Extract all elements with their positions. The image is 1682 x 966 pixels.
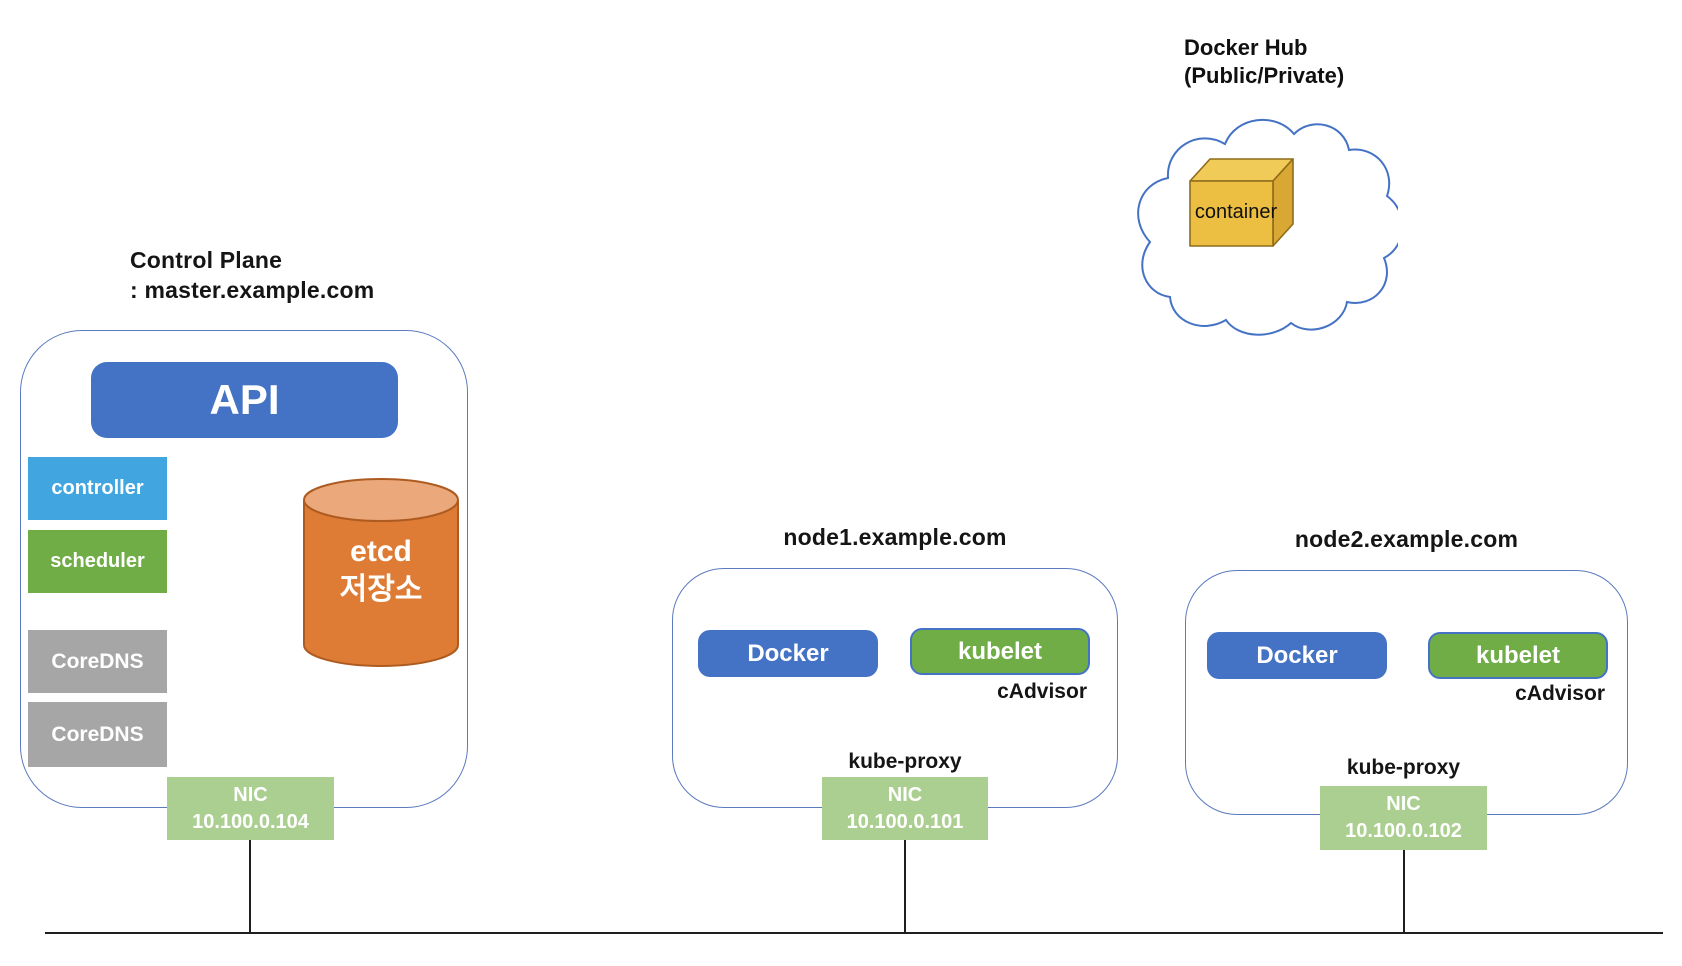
container-cube-icon (1189, 158, 1294, 247)
docker-hub-subtitle: (Public/Private) (1184, 63, 1345, 88)
cloud-icon (1137, 118, 1398, 336)
etcd-label-line1: etcd (350, 535, 412, 568)
node1-nic-label: NIC (887, 784, 923, 806)
control-plane-title: Control Plane (130, 247, 283, 273)
node1-nic-box: NIC 10.100.0.101 (822, 777, 988, 840)
node1-hostname: node1.example.com (783, 524, 1007, 550)
coredns-box-2: CoreDNS (28, 702, 167, 767)
container-cube-label: container (1194, 201, 1278, 223)
node2-nic-ip: 10.100.0.102 (1345, 820, 1462, 842)
controller-box: controller (28, 457, 167, 520)
node1-nic-connector-line (904, 840, 906, 932)
node1-docker-box: Docker (698, 630, 878, 677)
node1-kube-proxy-label: kube-proxy (848, 750, 962, 773)
master-nic-label: NIC (233, 784, 268, 806)
etcd-label: etcd 저장소 (301, 533, 461, 609)
node2-docker-box: Docker (1207, 632, 1387, 679)
network-line (45, 932, 1663, 934)
scheduler-box: scheduler (28, 530, 167, 593)
node1-kubelet-box: kubelet (910, 628, 1090, 675)
node2-hostname: node2.example.com (1294, 526, 1519, 552)
node2-nic-label: NIC (1386, 793, 1421, 815)
node2-kubelet-box: kubelet (1428, 632, 1608, 679)
master-nic-connector-line (249, 840, 251, 932)
master-nic-ip: 10.100.0.104 (192, 811, 309, 833)
node2-kube-proxy-label: kube-proxy (1346, 756, 1461, 779)
etcd-label-line2: 저장소 (339, 573, 423, 606)
coredns-box-1: CoreDNS (28, 630, 167, 693)
api-server-box: API (91, 362, 398, 438)
node2-nic-connector-line (1403, 850, 1405, 932)
docker-hub-title: Docker Hub (1184, 35, 1308, 60)
master-nic-box: NIC 10.100.0.104 (167, 777, 334, 840)
control-plane-hostname: : master.example.com (130, 277, 375, 303)
node2-nic-box: NIC 10.100.0.102 (1320, 786, 1487, 850)
etcd-cylinder-icon (303, 478, 459, 667)
node2-cadvisor-label: cAdvisor (1515, 682, 1605, 705)
node1-cadvisor-label: cAdvisor (997, 680, 1087, 703)
node1-nic-ip: 10.100.0.101 (846, 811, 964, 833)
